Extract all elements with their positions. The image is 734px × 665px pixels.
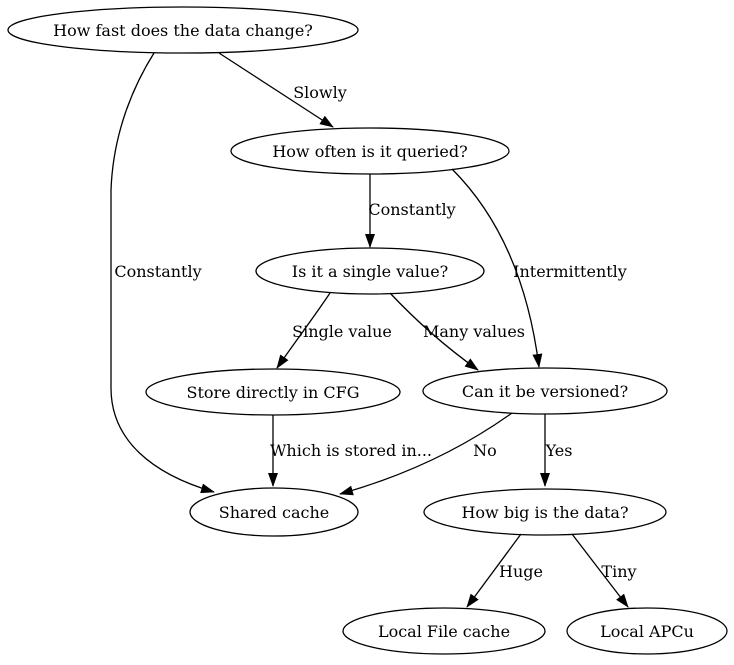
edge-singlevalue-versioned: Many values xyxy=(389,292,525,371)
node-label: Store directly in CFG xyxy=(187,383,360,402)
edge-howfast-sharedcache: Constantly xyxy=(110,52,215,494)
edge-line xyxy=(451,168,543,368)
edge-howoften-versioned: Intermittently xyxy=(451,168,627,368)
edge-label: Which is stored in... xyxy=(270,441,432,460)
edge-label: Single value xyxy=(292,322,392,341)
node-label: Can it be versioned? xyxy=(462,382,628,401)
edge-line xyxy=(466,533,522,608)
edge-label: Many values xyxy=(423,322,525,341)
node-ellipse xyxy=(7,6,359,54)
node-ellipse xyxy=(423,488,667,536)
node-label: How often is it queried? xyxy=(272,142,467,161)
edge-line xyxy=(389,292,479,371)
node-label: Local APCu xyxy=(600,622,694,641)
edge-versioned-howbig: Yes xyxy=(540,414,573,487)
node-ellipse xyxy=(566,607,728,655)
edge-label: Constantly xyxy=(368,200,455,219)
edge-label: Constantly xyxy=(114,262,201,281)
node-label: Is it a single value? xyxy=(292,262,448,281)
edge-label: Intermittently xyxy=(513,262,627,281)
node-local-file: Local File cache xyxy=(342,607,546,655)
node-how-big: How big is the data? xyxy=(423,488,667,536)
node-versioned: Can it be versioned? xyxy=(422,367,668,415)
edge-storecfg-sharedcache: Which is stored in... xyxy=(268,415,432,487)
edge-howbig-localfile: Huge xyxy=(466,533,543,608)
edge-label: No xyxy=(473,441,497,460)
node-how-often: How often is it queried? xyxy=(230,127,510,175)
edge-howbig-localapcu: Tiny xyxy=(571,533,637,608)
node-single-value: Is it a single value? xyxy=(255,247,485,295)
edge-howoften-singlevalue: Constantly xyxy=(365,174,456,248)
edge-singlevalue-storecfg: Single value xyxy=(276,292,392,369)
node-ellipse xyxy=(255,247,485,295)
edge-line xyxy=(218,52,334,128)
edge-label: Tiny xyxy=(601,562,636,581)
node-label: Local File cache xyxy=(378,622,510,641)
node-ellipse xyxy=(189,487,359,537)
node-label: How fast does the data change? xyxy=(53,21,313,40)
node-shared-cache: Shared cache xyxy=(189,487,359,537)
edge-versioned-sharedcache: No xyxy=(339,412,513,496)
edge-line xyxy=(276,292,331,369)
edge-label: Slowly xyxy=(293,83,347,102)
edge-label: Yes xyxy=(545,441,573,460)
edge-line xyxy=(339,412,513,496)
edge-line xyxy=(571,533,629,608)
node-ellipse xyxy=(342,607,546,655)
node-store-cfg: Store directly in CFG xyxy=(145,368,401,416)
node-label: Shared cache xyxy=(219,503,329,522)
edge-label: Huge xyxy=(499,562,543,581)
edge-howfast-howoften: Slowly xyxy=(218,52,347,128)
node-local-apcu: Local APCu xyxy=(566,607,728,655)
node-how-fast: How fast does the data change? xyxy=(7,6,359,54)
edge-line xyxy=(110,52,215,494)
node-label: How big is the data? xyxy=(461,503,628,522)
